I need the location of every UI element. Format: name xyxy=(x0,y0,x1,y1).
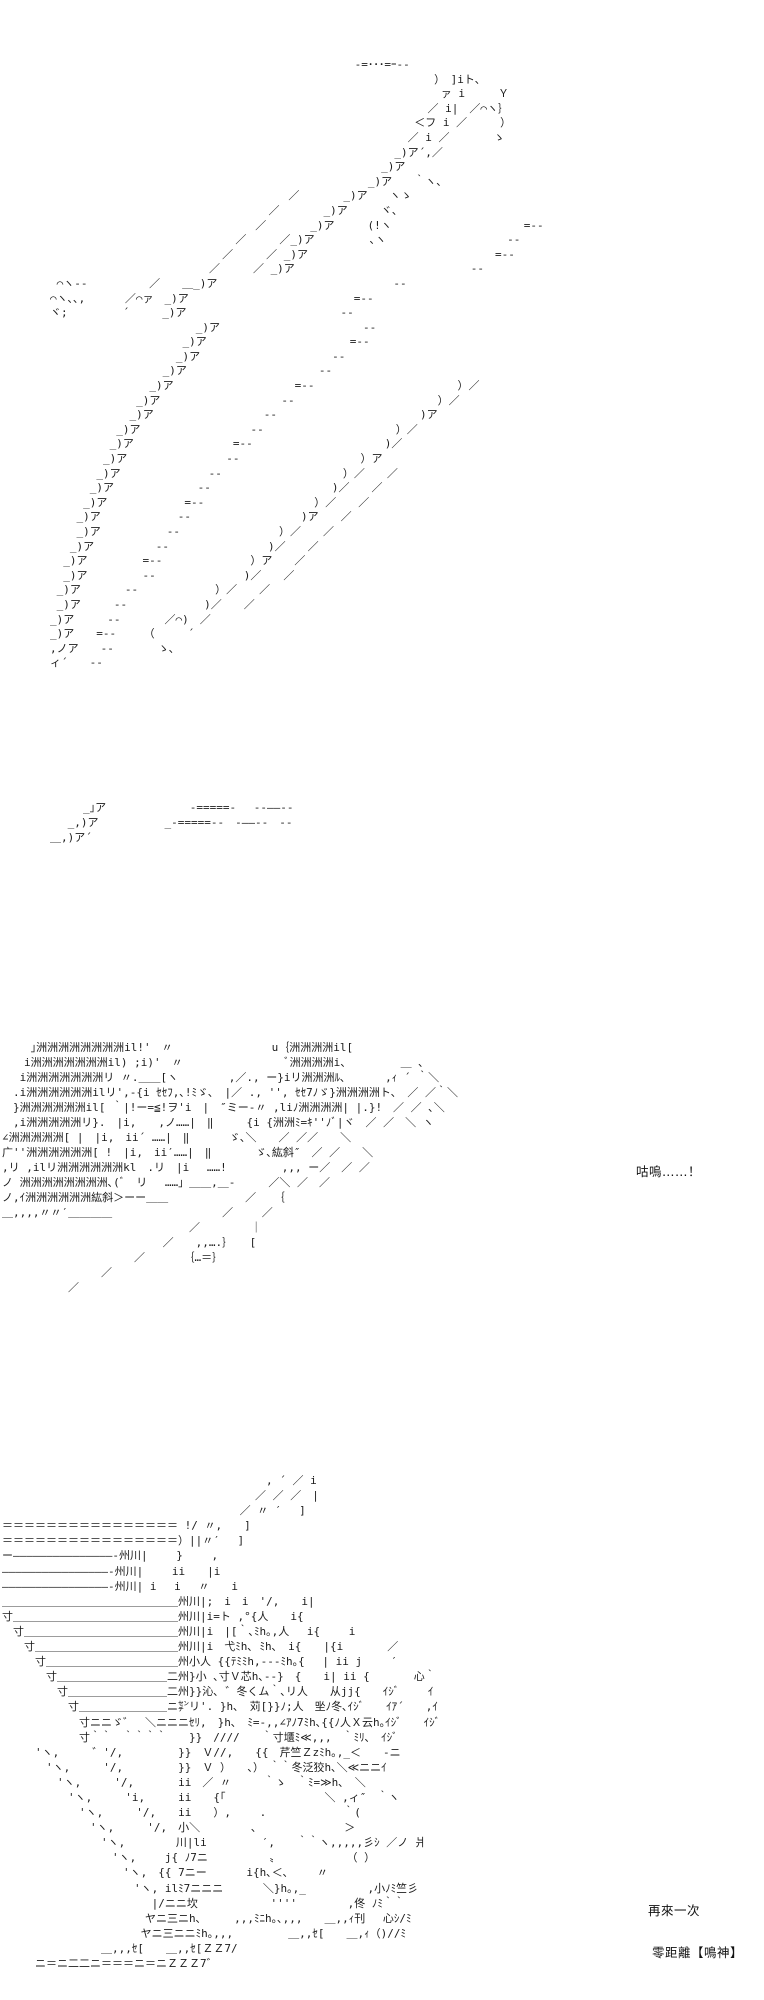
dialogue-text-middle: 咕嗚……！ xyxy=(636,1164,702,1179)
middle-ascii-art: ｣洲洲洲洲洲洲洲洲il!' 〃 u｛洲洲洲洲il[ i洲洲洲洲洲洲洲il) ;i… xyxy=(2,1041,458,1294)
dialogue-text-bottom-line2: 零距離【鳴神】 xyxy=(652,1945,744,1960)
dialogue-text-bottom-line1: 再來一次 xyxy=(648,1903,701,1918)
top-ascii-art: -=･･･=ｰ-- ） ]iト、 ァ i Ｙ ／ xyxy=(50,58,544,670)
bottom-ascii-art: , ´ ／ i ／ ／ ／ | ／ 〃 ′ ] ＝＝＝＝＝＝＝＝＝＝＝＝＝＝＝＝… xyxy=(2,1474,441,1970)
top-ascii-art-tail: _｣ア -=====- --――-- _,)ア _-=====-- -――-- … xyxy=(50,801,294,844)
